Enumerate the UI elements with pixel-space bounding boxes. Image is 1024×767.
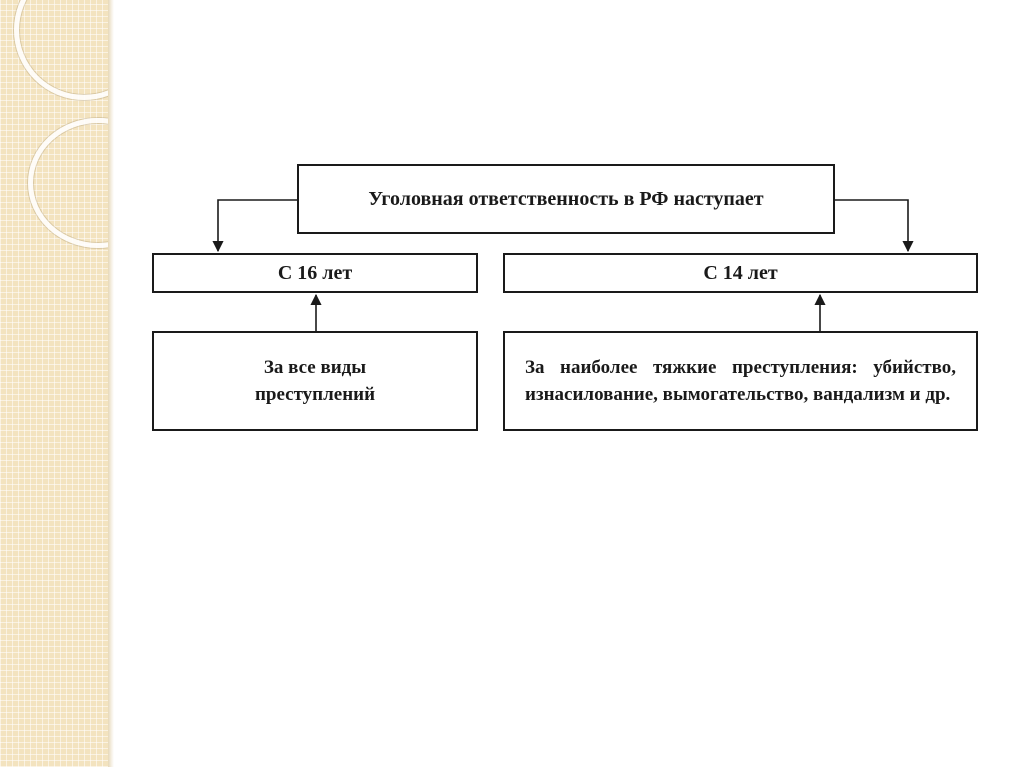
decorative-side-panel	[0, 0, 108, 767]
age-16-text: С 16 лет	[277, 261, 353, 284]
grave-crimes-text: За наиболее тяжкие преступления: убийств…	[525, 357, 956, 405]
side-panel-edge	[108, 0, 114, 767]
all-crimes-text: За все виды преступлений	[254, 357, 376, 405]
criminal-liability-text: Уголовная ответственность в РФ наступает	[368, 188, 764, 210]
age-14-text: С 14 лет	[703, 261, 778, 284]
all-crimes-box: За все виды преступлений	[152, 331, 478, 431]
grave-crimes-box: За наиболее тяжкие преступления: убийств…	[503, 331, 978, 431]
arrow-to-age-14	[835, 199, 914, 253]
age-14-box: С 14 лет	[503, 253, 978, 293]
age-16-box: С 16 лет	[152, 253, 478, 293]
criminal-liability-box: Уголовная ответственность в РФ наступает	[297, 164, 835, 234]
arrow-to-age-16	[212, 199, 297, 253]
decorative-ring	[14, 0, 108, 100]
decorative-ring	[28, 118, 108, 248]
